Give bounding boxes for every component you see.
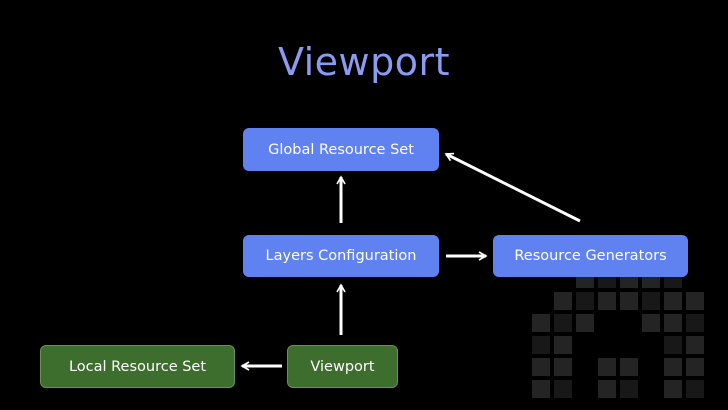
pixel-cell [532,380,550,398]
pixel-cell [532,314,550,332]
pixel-cell [598,358,616,376]
pixel-cell [554,292,572,310]
pixel-cell [664,336,682,354]
pixel-cell [532,358,550,376]
pixel-cell [664,292,682,310]
pixel-cell [664,358,682,376]
pixel-cell [576,314,594,332]
pixel-cell [686,380,704,398]
node-resource-generators: Resource Generators [493,235,688,277]
pixel-cell [664,314,682,332]
pixel-cell [642,314,660,332]
pixel-cell [576,292,594,310]
pixel-cell [598,380,616,398]
pixel-cell [642,292,660,310]
slide-title: Viewport [277,40,451,84]
pixel-cell [620,380,638,398]
pixel-cell [686,336,704,354]
pixel-cell [620,358,638,376]
node-local-resource-set: Local Resource Set [40,345,235,388]
node-layers-configuration: Layers Configuration [243,235,439,277]
pixel-cell [686,358,704,376]
pixel-cell [686,314,704,332]
pixel-cell [554,336,572,354]
pixel-cell [554,314,572,332]
node-global-resource-set: Global Resource Set [243,128,439,171]
pixel-cell [598,292,616,310]
arrow-generators-to-global [444,152,581,223]
pixel-cell [554,358,572,376]
pixel-cell [532,336,550,354]
pixel-cell [686,292,704,310]
node-viewport: Viewport [287,345,398,388]
pixel-cell [620,292,638,310]
pixel-cell [554,380,572,398]
pixel-cell [664,380,682,398]
